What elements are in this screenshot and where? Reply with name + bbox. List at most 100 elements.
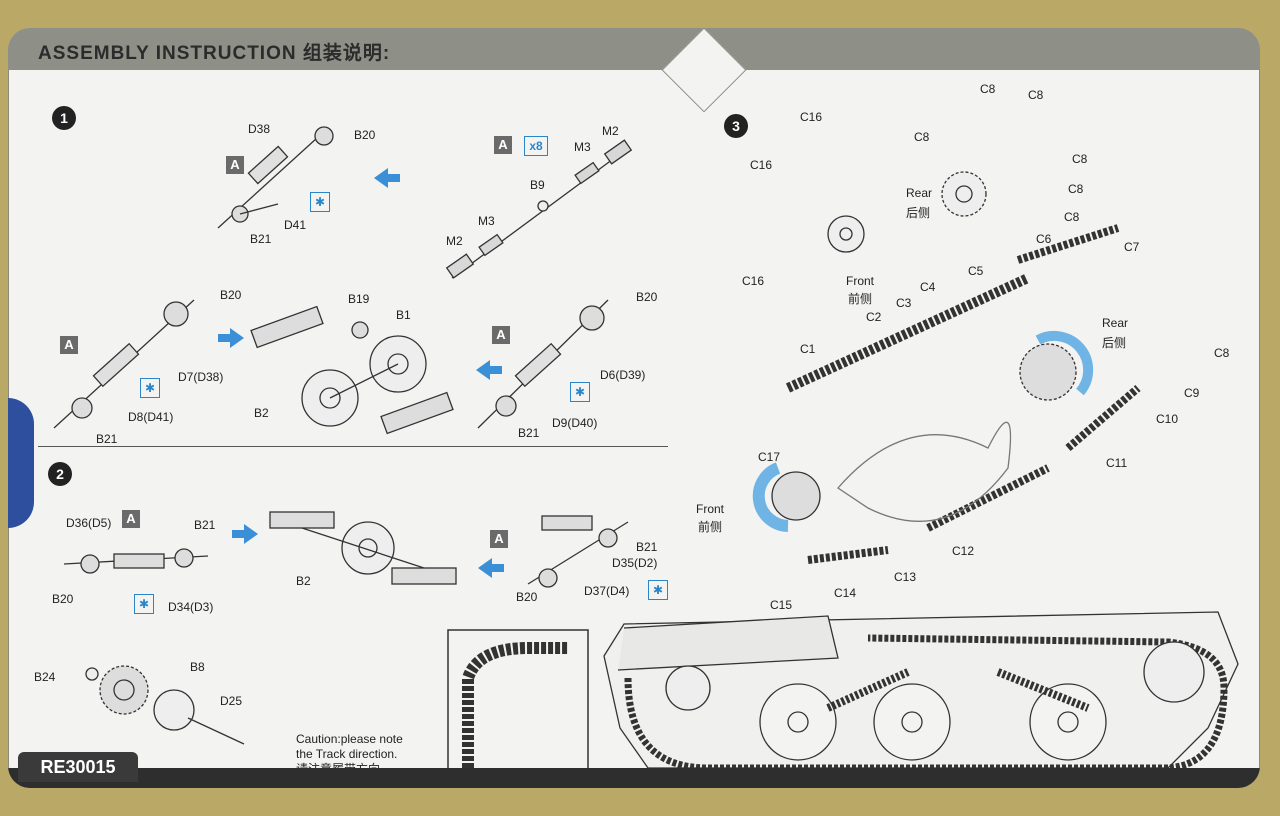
part-label: B2 [254, 406, 269, 420]
part-label: M2 [446, 234, 463, 248]
part-label: D36(D5) [66, 516, 112, 530]
part-label: C5 [968, 264, 984, 278]
footer-bar [8, 768, 1260, 788]
direction-label: Rear [1102, 316, 1129, 330]
header-bar [8, 28, 1260, 70]
part-label: D37(D4) [584, 584, 630, 598]
direction-label: Rear [906, 186, 933, 200]
strut-drawing-1c [53, 299, 195, 429]
part-label: D6(D39) [600, 368, 646, 382]
part-label: C12 [952, 544, 975, 558]
part-label: B21 [194, 518, 216, 532]
direction-arrows [218, 168, 504, 578]
bogie-drawing-1d [250, 305, 454, 435]
part-label: B20 [516, 590, 538, 604]
part-label: B21 [518, 426, 540, 440]
strut-drawing-2a [63, 548, 209, 574]
part-label: C8 [1068, 182, 1084, 196]
part-label: D7(D38) [178, 370, 224, 384]
part-label: C14 [834, 586, 857, 600]
track-assembly-drawing [752, 171, 1141, 564]
part-label: M3 [478, 214, 495, 228]
part-label: B8 [190, 660, 205, 674]
strut-drawing-1e [477, 299, 609, 429]
brand-logo-edge [8, 398, 34, 528]
part-label: B24 [34, 670, 56, 684]
part-sheet-a-badge: A [122, 510, 140, 528]
direction-label: Front [696, 502, 725, 516]
part-label: C10 [1156, 412, 1179, 426]
part-sheet-a-badge: A [494, 136, 512, 154]
spring-drawing-1b [445, 139, 633, 279]
part-label: D34(D3) [168, 600, 214, 614]
part-label: C3 [896, 296, 912, 310]
part-label: D35(D2) [612, 556, 658, 570]
strut-drawing-2c [527, 515, 629, 588]
part-label: C4 [920, 280, 936, 294]
quantity-badge: x8 [524, 136, 548, 156]
part-label: C7 [1124, 240, 1140, 254]
part-label: C8 [1214, 346, 1230, 360]
part-label: D41 [284, 218, 307, 232]
part-label: C1 [800, 342, 816, 356]
step-number-2: 2 [48, 462, 72, 486]
part-sheet-a-badge: A [60, 336, 78, 354]
part-label: D8(D41) [128, 410, 174, 424]
part-label: C2 [866, 310, 882, 324]
part-sheet-a-badge: A [226, 156, 244, 174]
part-label: B1 [396, 308, 411, 322]
part-label: C17 [758, 450, 781, 464]
part-label: C15 [770, 598, 793, 612]
part-label: C16 [742, 274, 765, 288]
glue-icon: ✱ [140, 378, 160, 398]
instruction-sheet: ASSEMBLY INSTRUCTION 组装说明: [8, 28, 1260, 788]
part-label: B21 [636, 540, 658, 554]
part-label: C16 [800, 110, 823, 124]
caution-line-2: the Track direction. [296, 747, 398, 761]
assembly-drawings [53, 126, 1239, 773]
part-label: D9(D40) [552, 416, 598, 430]
part-label: C6 [1036, 232, 1052, 246]
caution-line-1: Caution:please note [296, 732, 403, 746]
part-label: B19 [348, 292, 370, 306]
page-title: ASSEMBLY INSTRUCTION 组装说明: [38, 43, 391, 64]
part-label: B9 [530, 178, 545, 192]
glue-icon: ✱ [648, 580, 668, 600]
part-label: B20 [52, 592, 74, 606]
part-label: D25 [220, 694, 243, 708]
strut-drawing-1a [217, 126, 334, 229]
part-sheet-a-badge: A [490, 530, 508, 548]
inset-track [462, 642, 568, 768]
part-label: C9 [1184, 386, 1200, 400]
glue-icon: ✱ [310, 192, 330, 212]
part-label: B20 [220, 288, 242, 302]
part-label: C8 [1028, 88, 1044, 102]
part-label: B20 [636, 290, 658, 304]
part-label: B2 [296, 574, 311, 588]
part-label: C8 [1064, 210, 1080, 224]
direction-label: 后侧 [1102, 336, 1127, 350]
section-divider [38, 446, 668, 447]
direction-label: 后侧 [906, 206, 931, 220]
product-code: RE30015 [18, 752, 138, 782]
part-label: B21 [96, 432, 118, 446]
step-number-1: 1 [52, 106, 76, 130]
part-label: M2 [602, 124, 619, 138]
direction-label: Front [846, 274, 875, 288]
part-label: B20 [354, 128, 376, 142]
direction-label: 前侧 [848, 292, 873, 306]
part-label: C16 [750, 158, 773, 172]
part-label: C13 [894, 570, 917, 584]
tank-side-view [603, 611, 1239, 772]
glue-icon: ✱ [134, 594, 154, 614]
part-label: D38 [248, 122, 271, 136]
part-label: B21 [250, 232, 272, 246]
part-label: C8 [1072, 152, 1088, 166]
part-label: C8 [914, 130, 930, 144]
part-label: C8 [980, 82, 996, 96]
part-label: C11 [1106, 456, 1128, 470]
direction-label: 前侧 [698, 520, 723, 534]
glue-icon: ✱ [570, 382, 590, 402]
bogie-drawing-2b [269, 511, 457, 585]
step-number-3: 3 [724, 114, 748, 138]
